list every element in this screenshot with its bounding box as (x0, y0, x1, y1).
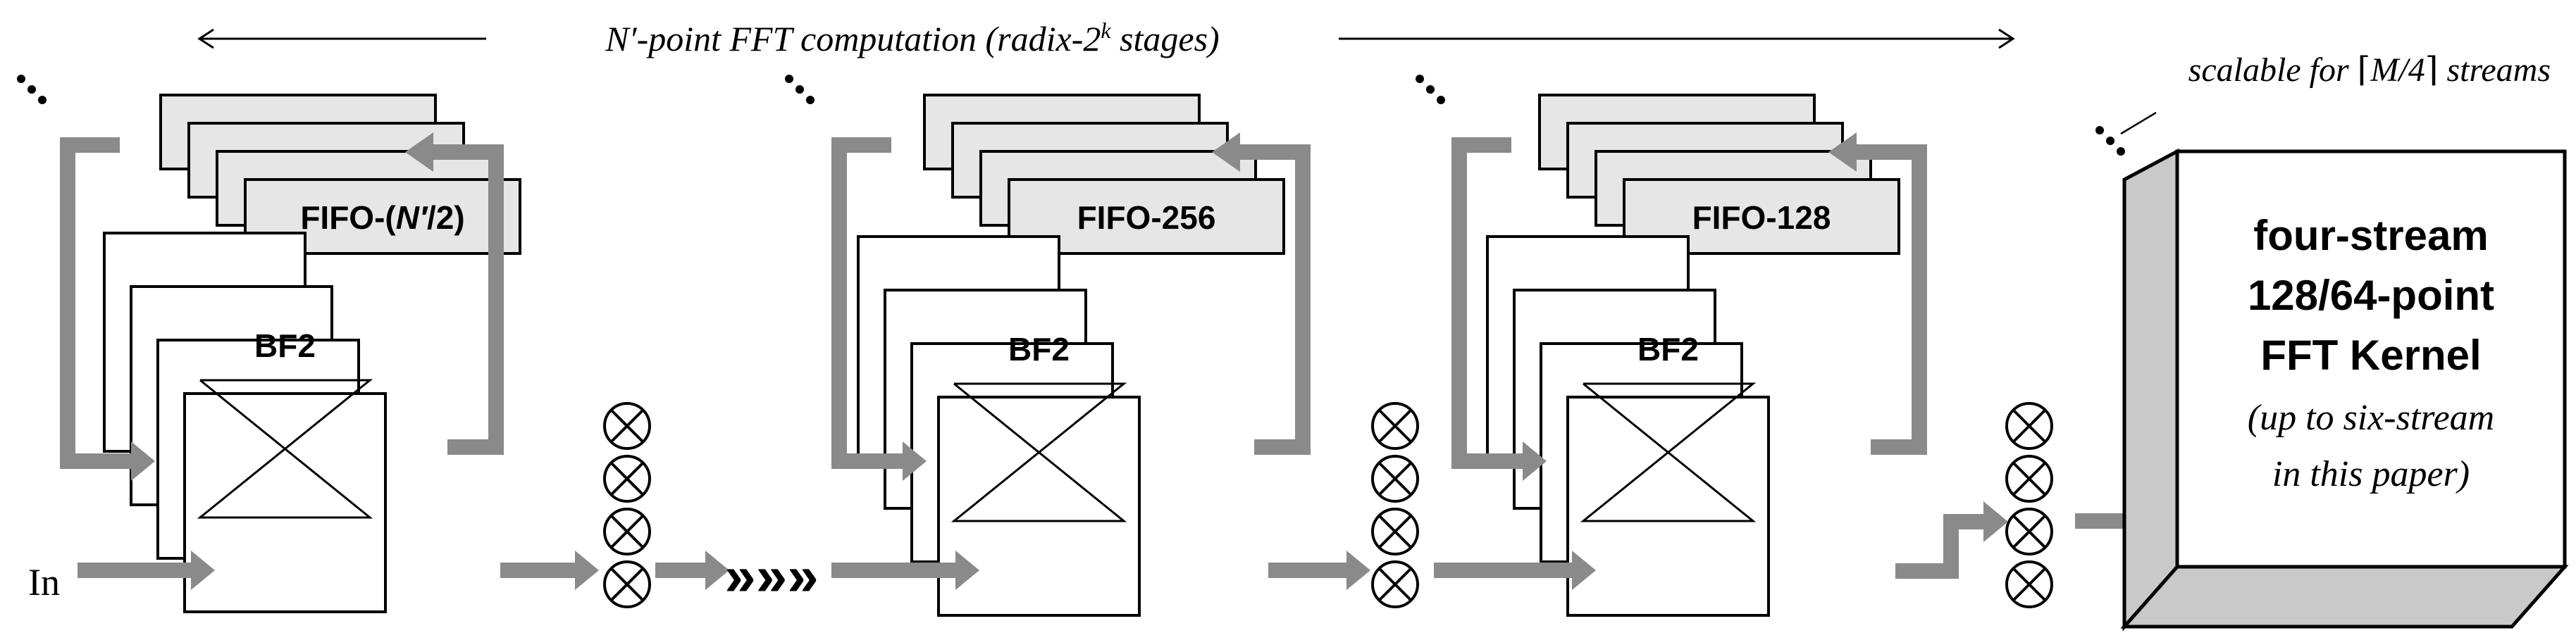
bf2-1-front (183, 392, 387, 613)
feedback-loop-right-3 (1828, 132, 1927, 455)
feedback-loop-left-2 (831, 137, 927, 481)
multiplier-3-4 (2005, 560, 2053, 608)
butterfly-3-symbol (1580, 382, 1757, 522)
feedback-loop-right-2 (1212, 132, 1311, 455)
input-arrow-3 (1434, 551, 1596, 590)
multiplier-1-4 (603, 560, 651, 608)
feedback-arrow-in-2 (831, 441, 927, 481)
input-label: In (28, 561, 60, 603)
kernel-front-face (2175, 149, 2567, 569)
kernel-line-5: in this paper) (2272, 454, 2470, 494)
multiplier-3-3 (2005, 508, 2053, 556)
feedback-arrow-in-1 (60, 441, 155, 481)
stage-1: FIFO-(N′/2) BF2 (60, 94, 651, 613)
input-arrow-1 (78, 551, 215, 590)
kernel-line-2: 128/64-point (2248, 272, 2494, 319)
span-arrow (197, 28, 2015, 49)
multiplier-1-3 (603, 508, 651, 556)
continuation-chevrons: »»» (724, 544, 818, 607)
kernel-line-3: FFT Kernel (2260, 332, 2481, 379)
multiplier-2-3 (1371, 508, 1419, 556)
multiplier-2-1 (1371, 402, 1419, 450)
fifo-2-label: FIFO-256 (1077, 199, 1216, 236)
output-arrow-2 (1268, 551, 1370, 590)
multiplier-2-2 (1371, 455, 1419, 503)
butterfly-1-symbol (197, 379, 373, 519)
scalable-note-pointer (2120, 111, 2157, 135)
kernel-line-4: (up to six-stream (2248, 398, 2494, 438)
ellipsis-dots (17, 75, 2125, 156)
multiplier-2-4 (1371, 560, 1419, 608)
multiplier-3-2 (2005, 455, 2053, 503)
span-label: N′-point FFT computation (radix-2k stage… (605, 18, 1219, 58)
feedback-loop-left-3 (1451, 137, 1547, 481)
bf2-1-label: BF2 (254, 327, 316, 364)
fft-kernel-block: four-stream 128/64-point FFT Kernel (up … (2120, 148, 2569, 632)
twiddle-multipliers-1 (603, 402, 651, 608)
fifo-1-label: FIFO-(N′/2) (300, 199, 464, 236)
bf2-3-front (1566, 396, 1770, 617)
butterfly-2-symbol (950, 382, 1127, 522)
arrow-to-continuation (655, 551, 729, 590)
feedback-loop-right-1 (405, 132, 504, 455)
twiddle-multipliers-3 (2005, 402, 2053, 608)
bf2-2-label: BF2 (1008, 331, 1070, 368)
multiplier-1-2 (603, 455, 651, 503)
feedback-arrow-in-3 (1451, 441, 1547, 481)
kernel-line-1: four-stream (2253, 212, 2488, 259)
kernel-bottom-face (2120, 565, 2569, 629)
twiddle-multipliers-2 (1371, 402, 1419, 608)
multiplier-1-1 (603, 402, 651, 450)
bf2-3-label: BF2 (1637, 331, 1699, 368)
output-arrow-3 (1895, 501, 2008, 579)
input-arrow-2 (831, 551, 979, 590)
kernel-side-face (2122, 148, 2179, 632)
scalable-note: scalable for ⌈M/4⌉ streams (2188, 51, 2551, 89)
multiplier-3-1 (2005, 402, 2053, 450)
fifo-3-label: FIFO-128 (1692, 199, 1831, 236)
bf2-2-front (937, 396, 1141, 617)
output-arrow-1 (500, 551, 599, 590)
feedback-loop-left-1 (60, 137, 155, 481)
